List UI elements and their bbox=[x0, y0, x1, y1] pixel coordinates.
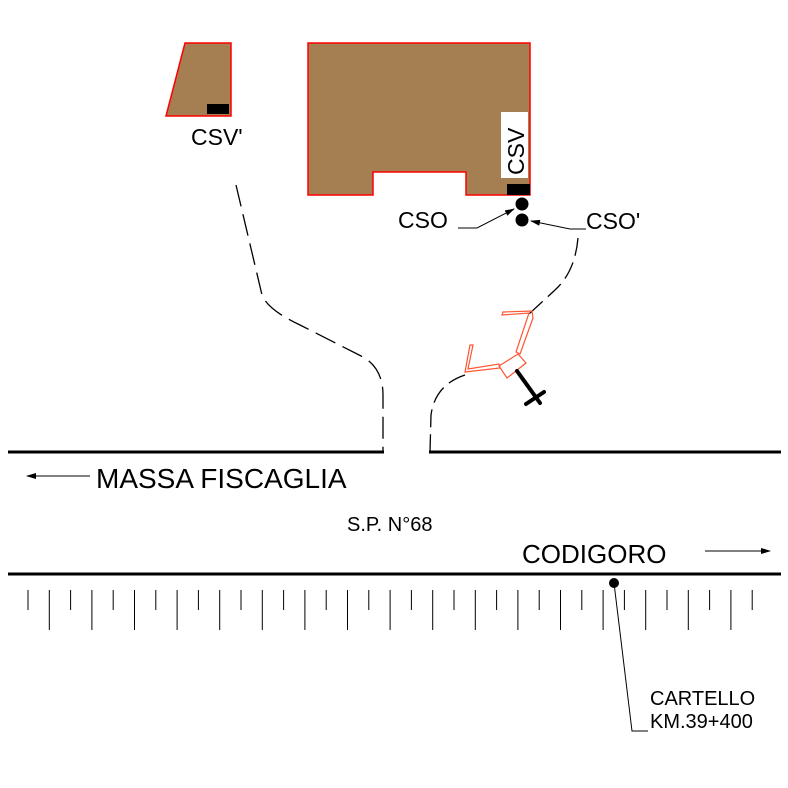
label-cartello: CARTELLO bbox=[650, 688, 755, 710]
label-massa-fiscaglia: MASSA FISCAGLIA bbox=[96, 463, 347, 494]
cso-dashed-pipe bbox=[528, 237, 579, 315]
label-csv: CSV bbox=[503, 127, 529, 175]
kilometer-ticks bbox=[27, 590, 753, 630]
csv-label-box bbox=[501, 112, 528, 178]
label-km: KM.39+400 bbox=[650, 711, 753, 733]
left-dashed-pipe bbox=[235, 184, 384, 452]
valve-cross-icon bbox=[515, 369, 546, 406]
label-csv-prime: CSV' bbox=[191, 124, 243, 150]
pipe-fitting bbox=[464, 310, 534, 379]
cartello-leader bbox=[613, 582, 648, 732]
label-road-name: S.P. N°68 bbox=[347, 514, 432, 536]
csv-prime-meter bbox=[207, 104, 229, 114]
cso-prime-point bbox=[515, 213, 529, 227]
csv-meter bbox=[507, 184, 530, 195]
label-cso-prime: CSO' bbox=[586, 208, 640, 234]
small-building bbox=[165, 42, 232, 117]
label-cso: CSO bbox=[398, 207, 448, 233]
cso-prime-leader bbox=[530, 219, 586, 230]
main-building bbox=[307, 42, 531, 196]
cso-leader bbox=[458, 208, 515, 229]
label-codigoro: CODIGORO bbox=[522, 539, 666, 569]
cso-point bbox=[515, 197, 529, 211]
right-dashed-pipe bbox=[429, 374, 466, 453]
